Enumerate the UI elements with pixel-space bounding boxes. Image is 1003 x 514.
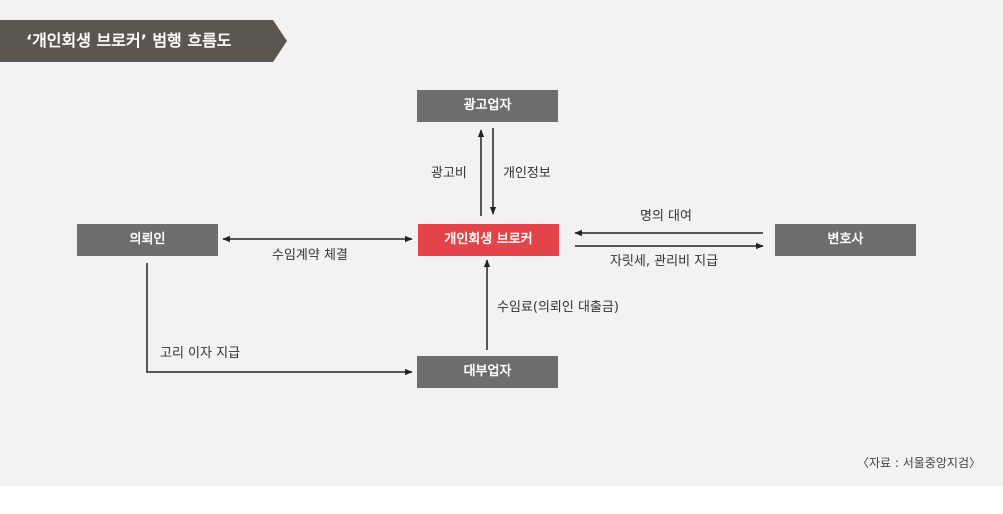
node-lawyer: 변호사 <box>775 224 916 256</box>
label-high-interest: 고리 이자 지급 <box>160 346 241 361</box>
arrow-high-interest <box>146 263 413 376</box>
label-contract: 수임계약 체결 <box>272 248 348 263</box>
node-lender: 대부업자 <box>417 356 558 388</box>
node-client: 의뢰인 <box>77 224 218 256</box>
label-payment: 자릿세, 관리비 지급 <box>610 254 719 269</box>
label-personal-info: 개인정보 <box>503 166 551 181</box>
label-ad-fee: 광고비 <box>431 166 467 181</box>
source-note: 〈자료 : 서울중앙지검〉 <box>857 456 981 470</box>
diagram-title: ‘개인회생 브로커’ 범행 흐름도 <box>26 31 232 50</box>
label-name-lending: 명의 대여 <box>640 209 692 224</box>
title-tab <box>0 20 287 62</box>
label-fee-loan: 수임료(의뢰인 대출금) <box>497 300 619 315</box>
node-advertiser: 광고업자 <box>417 90 558 122</box>
node-broker: 개인회생 브로커 <box>418 224 559 256</box>
